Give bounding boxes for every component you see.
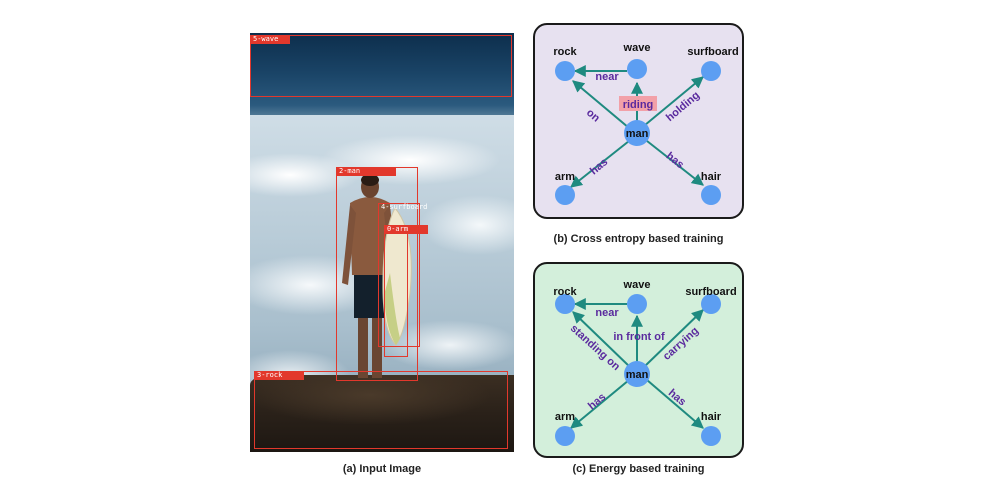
bbox-wave (250, 35, 512, 97)
edge-label-riding: riding (623, 99, 654, 111)
bbox-rock (254, 371, 508, 449)
node-arm (555, 185, 575, 205)
node-wave (627, 294, 647, 314)
edge-label-on: on (584, 107, 602, 125)
node-man (624, 120, 650, 146)
node-label-man: man (626, 128, 649, 140)
edge-label-near: near (595, 307, 619, 319)
node-label-rock: rock (553, 286, 577, 298)
node-wave (627, 59, 647, 79)
bbox-tag-wave: 5-wave (250, 35, 290, 44)
edge-man-rock (572, 311, 632, 369)
node-label-rock: rock (553, 46, 577, 58)
node-surfboard (701, 61, 721, 81)
node-man (624, 361, 650, 387)
edge-man-arm (570, 140, 630, 188)
scene-graph-energy: rock wave surfboard man arm hair near in… (533, 262, 744, 458)
bbox-tag-surfboard: 4-surfboard (381, 203, 428, 211)
bbox-tag-arm: 0-arm (384, 225, 428, 234)
input-photo: 5-wave 2-man 4-surfboard 0-arm 3-rock (250, 33, 514, 452)
caption-cross-entropy: (b) Cross entropy based training (553, 233, 724, 245)
edge-label-near: near (595, 71, 619, 83)
edge-label-has-hair: has (666, 387, 688, 408)
graph-svg-c: rock wave surfboard man arm hair near in… (553, 279, 737, 446)
node-label-surfboard: surfboard (685, 286, 736, 298)
node-label-hair: hair (701, 171, 722, 183)
node-label-man: man (626, 369, 649, 381)
node-rock (555, 61, 575, 81)
edge-label-has-arm: has (586, 391, 608, 412)
sea-background (250, 33, 514, 123)
node-label-wave: wave (623, 279, 651, 291)
edge-man-surfboard (644, 76, 704, 126)
edge-man-arm (570, 379, 630, 429)
scene-graph-cross-entropy: rock wave surfboard man arm hair near ri… (533, 23, 744, 219)
bbox-arm (384, 225, 408, 357)
bbox-tag-man: 2-man (336, 167, 396, 176)
riding-highlight (619, 96, 657, 111)
graph-svg-b: rock wave surfboard man arm hair near ri… (553, 42, 739, 205)
node-surfboard (701, 294, 721, 314)
edge-man-hair (646, 140, 704, 186)
node-hair (701, 185, 721, 205)
node-hair (701, 426, 721, 446)
caption-energy: (c) Energy based training (572, 463, 705, 475)
node-arm (555, 426, 575, 446)
node-label-hair: hair (701, 411, 722, 423)
edge-label-in-front-of: in front of (613, 331, 665, 343)
bbox-surfboard (378, 203, 420, 347)
node-label-arm: arm (555, 411, 575, 423)
edge-man-hair (646, 379, 704, 429)
node-label-arm: arm (555, 171, 575, 183)
node-label-surfboard: surfboard (687, 46, 738, 58)
edge-man-surfboard (644, 309, 704, 367)
node-label-wave: wave (623, 42, 651, 54)
caption-input-image: (a) Input Image (342, 463, 422, 475)
node-rock (555, 294, 575, 314)
edge-man-rock (572, 80, 636, 134)
rock-foreground (250, 375, 514, 452)
bbox-tag-rock: 3-rock (254, 371, 304, 380)
